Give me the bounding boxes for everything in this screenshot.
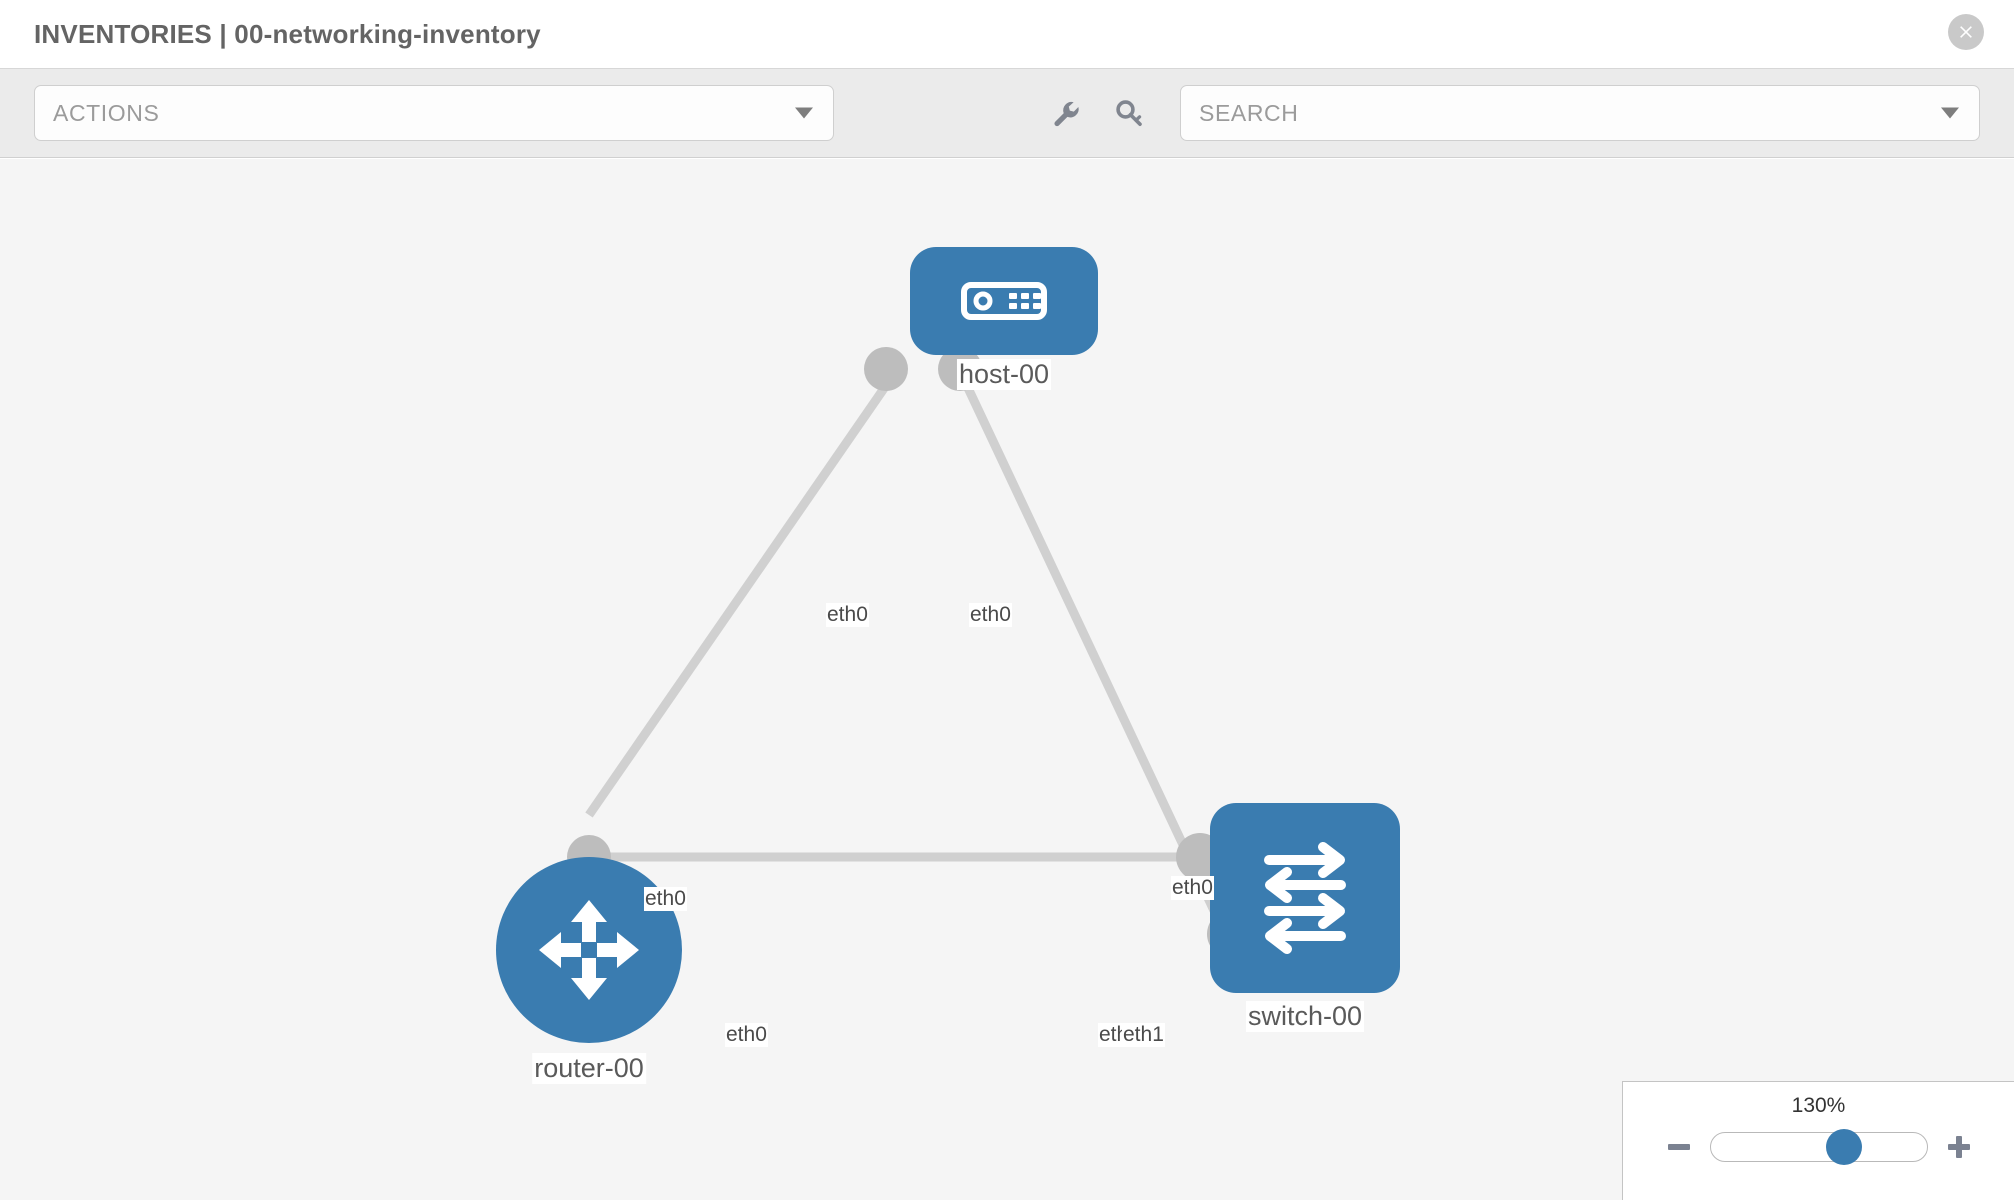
actions-dropdown-label: ACTIONS (53, 99, 160, 126)
topology-links (585, 368, 1230, 936)
node-label-switch: switch-00 (1245, 1001, 1365, 1032)
topology-canvas[interactable]: host-00 router-00 (0, 159, 2014, 1200)
topology-node-router-00[interactable]: router-00 (496, 857, 682, 1084)
search-input[interactable]: SEARCH (1180, 85, 1980, 141)
link-host-router[interactable] (585, 368, 900, 818)
edge-label: eth0 (644, 887, 687, 912)
edge-label: eth0 (826, 603, 869, 628)
connector-dot (864, 347, 908, 391)
edge-label: eth0 (725, 1023, 768, 1048)
chevron-down-icon (1941, 107, 1959, 119)
edge-label: eth0 (1171, 876, 1214, 901)
zoom-in-button[interactable] (1944, 1132, 1974, 1162)
host-node-shape[interactable] (910, 247, 1098, 355)
node-label-host: host-00 (956, 359, 1052, 390)
actions-dropdown[interactable]: ACTIONS (34, 85, 834, 141)
edge-label: eth1 (1122, 1023, 1165, 1048)
wrench-icon[interactable] (1047, 95, 1085, 133)
switch-node-shape[interactable] (1210, 803, 1400, 993)
zoom-level-value: 130% (1791, 1094, 1846, 1117)
server-device-icon (961, 282, 1047, 320)
topology-node-switch-00[interactable]: switch-00 (1210, 803, 1400, 1032)
link-host-switch[interactable] (955, 369, 1230, 936)
node-label-router: router-00 (532, 1053, 646, 1084)
router-node-shape[interactable] (496, 857, 682, 1043)
key-icon[interactable] (1110, 95, 1148, 133)
chevron-down-icon (795, 107, 813, 119)
close-icon[interactable] (1948, 14, 1984, 50)
page-title: INVENTORIES | 00-networking-inventory (34, 18, 541, 49)
zoom-slider-thumb[interactable] (1826, 1129, 1863, 1165)
edge-label: eth0 (969, 603, 1012, 628)
page-header: INVENTORIES | 00-networking-inventory (0, 0, 2014, 68)
zoom-slider[interactable] (1709, 1129, 1928, 1165)
zoom-out-button[interactable] (1664, 1132, 1694, 1162)
search-placeholder: SEARCH (1199, 99, 1299, 126)
topology-node-host-00[interactable]: host-00 (910, 247, 1098, 390)
switch-arrows-icon (1264, 842, 1346, 954)
toolbar: ACTIONS SEARCH (0, 68, 2014, 158)
router-arrows-icon (539, 900, 639, 1000)
zoom-control-panel: 130% (1622, 1081, 2014, 1200)
